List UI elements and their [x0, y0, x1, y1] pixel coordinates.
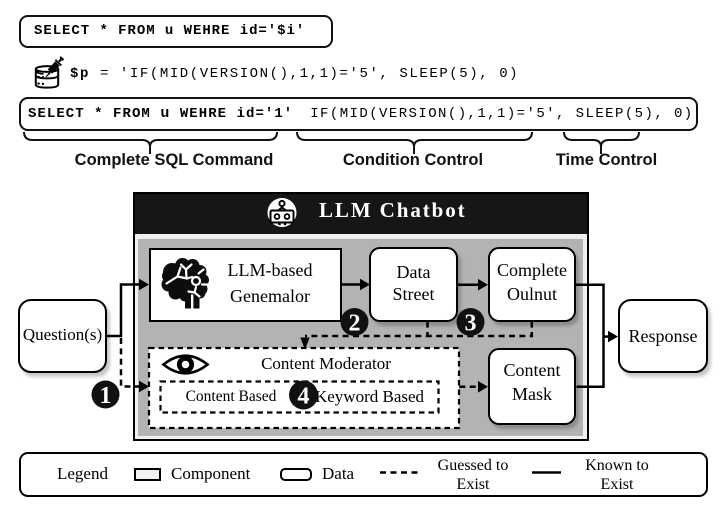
svg-text:3: 3 — [465, 311, 477, 337]
svg-text:2: 2 — [349, 311, 361, 337]
svg-text:1: 1 — [100, 383, 112, 409]
svg-text:4: 4 — [298, 384, 310, 410]
